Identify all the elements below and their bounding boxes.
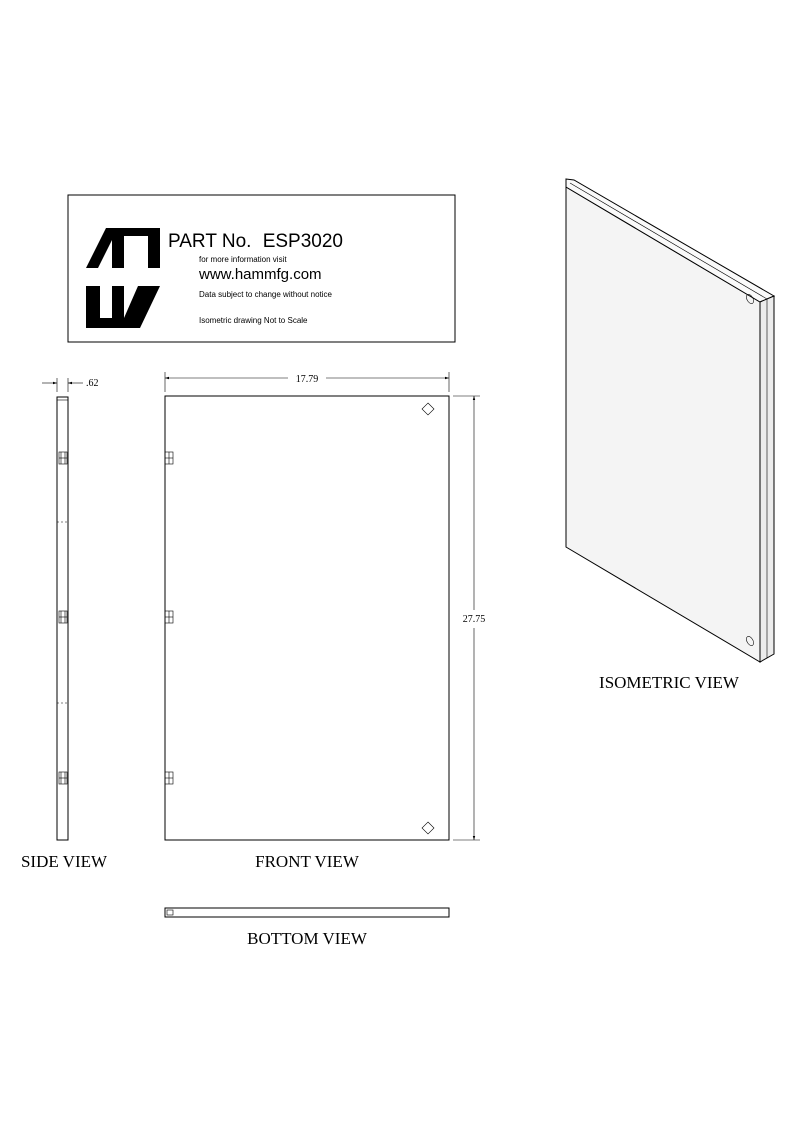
disclaimer: Data subject to change without notice (199, 290, 333, 299)
iso-latch-hole-bottom-icon (746, 636, 754, 646)
thickness-dimension: .62 (42, 378, 99, 392)
front-view: 17.79 27.75 FRONT VIEW (164, 372, 486, 871)
svg-text:PART No. ESP3020: PART No. ESP3020 (168, 231, 343, 252)
height-dimension: 27.75 (453, 395, 486, 841)
iso-front-face (565, 186, 761, 663)
width-dimension: 17.79 (164, 372, 450, 392)
latch-hole-bottom-icon (421, 821, 435, 835)
front-view-label: FRONT VIEW (255, 852, 360, 871)
front-hinge-top (164, 451, 174, 465)
iso-latch-hole-top-icon (746, 294, 754, 304)
side-hinge-top (58, 451, 68, 465)
website-link[interactable]: www.hammfg.com (198, 266, 322, 283)
height-value: 27.75 (463, 614, 486, 625)
front-hinge-bottom (164, 771, 174, 785)
title-block: PART No. ESP3020 for more information vi… (67, 194, 456, 343)
info-line: for more information visit (199, 255, 287, 264)
side-view-label: SIDE VIEW (21, 852, 108, 871)
bottom-view-label: BOTTOM VIEW (247, 929, 368, 948)
bottom-view: BOTTOM VIEW (164, 907, 450, 948)
side-hinge-bottom (58, 771, 68, 785)
front-hinge-middle (164, 610, 174, 624)
side-view-outline (56, 396, 69, 841)
front-view-outline (164, 395, 450, 841)
side-view: .62 SIDE VIEW (21, 378, 108, 871)
thickness-value: .62 (86, 378, 99, 389)
isometric-view-label: ISOMETRIC VIEW (599, 673, 740, 692)
part-label: PART No. (168, 231, 251, 252)
latch-hole-top-icon (421, 402, 435, 416)
bottom-hinge-icon (166, 909, 174, 916)
scale-note: Isometric drawing Not to Scale (199, 316, 308, 325)
width-value: 17.79 (296, 374, 319, 385)
part-number: ESP3020 (263, 231, 343, 252)
hammond-hw-logo-icon (86, 228, 160, 328)
bottom-view-outline (164, 907, 450, 918)
isometric-view: ISOMETRIC VIEW (565, 178, 776, 692)
title-block-frame (67, 194, 456, 343)
side-hinge-middle (58, 610, 68, 624)
